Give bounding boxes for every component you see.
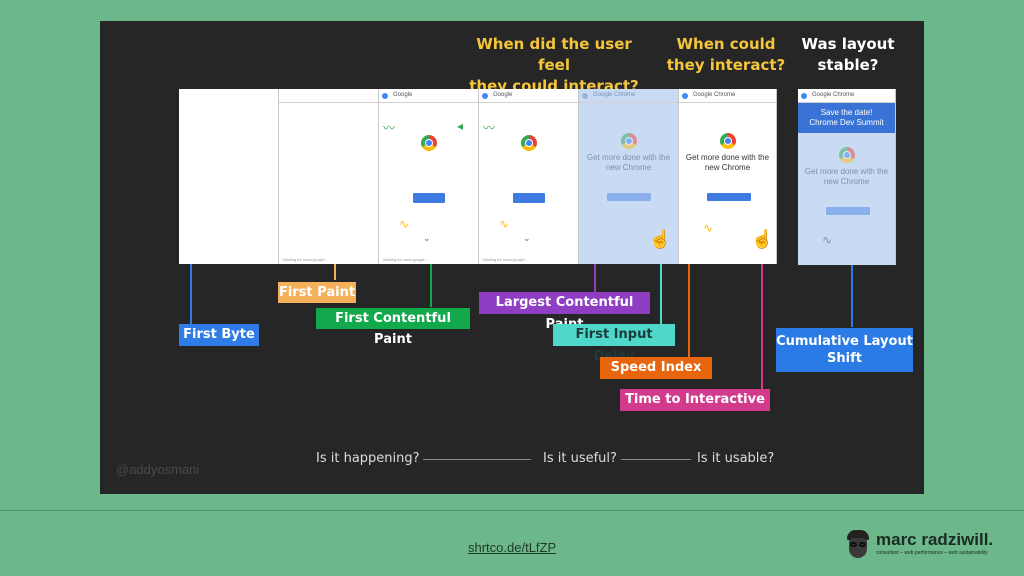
brand-tagline: consultant – web performance – web susta…	[876, 550, 988, 556]
frame-bar: Google Chrome	[579, 89, 678, 103]
download-button-shape	[607, 193, 651, 201]
chrome-logo-icon	[839, 147, 855, 163]
connector-lcp	[594, 264, 596, 292]
heading-user-feel-interact: When did the user feel they could intera…	[469, 35, 639, 95]
connector-fcp	[430, 264, 432, 307]
label-first-byte: First Byte	[179, 324, 259, 346]
frame-bar: Google Chrome	[679, 89, 776, 103]
frame-google-1: Google 〰 ◂ ∿ ⌄ Waiting for www.google…	[379, 89, 479, 264]
frame-bar: Google	[479, 89, 578, 103]
connector-tti	[761, 264, 763, 389]
frame-bar	[279, 89, 378, 103]
label-tti: Time to Interactive	[620, 389, 770, 411]
frame-blank-2: Waiting for www.google…	[279, 89, 379, 264]
divider-line	[423, 459, 531, 460]
label-first-paint: First Paint	[278, 282, 356, 303]
google-dot-icon	[482, 93, 488, 99]
google-dot-icon	[801, 93, 807, 99]
decoration-icon: ◂	[457, 119, 464, 133]
decoration-icon: ∿	[703, 221, 714, 235]
decoration-icon: ∿	[399, 217, 410, 231]
frame-chrome: Google Chrome Get more done with the new…	[679, 89, 777, 264]
brand-name: marc radziwill.	[876, 530, 994, 549]
connector-fid	[660, 264, 662, 324]
frame-headline: Get more done with the new Chrome	[685, 153, 770, 172]
frame-google-2: Google 〰 ∿ ⌄ Waiting for www.google…	[479, 89, 579, 264]
decoration-icon: 〰	[483, 121, 496, 135]
frame-status-text: Waiting for www.google…	[283, 257, 329, 262]
frame-bar: Google Chrome	[798, 89, 895, 103]
frame-headline: Get more done with the new Chrome	[804, 167, 889, 186]
chevron-down-icon: ⌄	[423, 233, 431, 243]
tap-hand-icon: ☝	[649, 229, 672, 249]
author-handle: @addyosmani	[116, 462, 200, 477]
download-button-shape	[707, 193, 751, 201]
connector-speed-index	[688, 264, 690, 357]
chrome-logo-icon	[421, 135, 437, 151]
chrome-logo-icon	[720, 133, 736, 149]
bottom-divider	[0, 510, 1024, 511]
tap-hand-icon: ☝	[751, 229, 774, 249]
google-dot-icon	[582, 93, 588, 99]
download-button-shape	[513, 193, 545, 203]
label-fcp: First Contentful Paint	[316, 308, 470, 347]
frame-status-text: Waiting for www.google…	[483, 257, 529, 262]
label-cls: Cumulative Layout Shift	[776, 328, 913, 372]
frame-chrome-faded: Google Chrome Get more done with the new…	[579, 89, 679, 264]
save-the-date-banner: Save the date! Chrome Dev Summit	[798, 103, 895, 133]
connector-first-byte	[190, 264, 192, 326]
decoration-icon: ∿	[822, 233, 833, 247]
download-button-shape	[413, 193, 445, 203]
google-dot-icon	[382, 93, 388, 99]
frame-bar: Google	[379, 89, 478, 103]
connector-cls	[851, 265, 853, 327]
label-lcp: Largest Contentful Paint	[479, 292, 650, 332]
frame-blank-1	[179, 89, 279, 264]
connector-first-paint	[334, 264, 336, 280]
download-button-shape	[826, 207, 870, 215]
question-useful: Is it useful?	[543, 451, 617, 466]
decoration-icon: ∿	[499, 217, 510, 231]
brand-avatar	[845, 530, 871, 560]
question-usable: Is it usable?	[697, 451, 775, 466]
chevron-down-icon: ⌄	[523, 233, 531, 243]
frame-headline: Get more done with the new Chrome	[586, 153, 671, 172]
heading-layout-stable: Was layout stable?	[801, 35, 895, 74]
label-fid: First Input Delay	[553, 324, 675, 364]
decoration-icon: 〰	[383, 121, 396, 135]
question-happening: Is it happening?	[316, 451, 420, 466]
label-speed-index: Speed Index	[600, 357, 712, 379]
chrome-logo-icon	[621, 133, 637, 149]
divider-line	[621, 459, 691, 460]
slide: When did the user feel they could intera…	[100, 21, 924, 494]
frame-status-text: Waiting for www.google…	[383, 257, 429, 262]
short-link[interactable]: shrtco.de/tLfZP	[468, 540, 557, 555]
frame-layout-shift: Google Chrome Save the date! Chrome Dev …	[798, 89, 896, 265]
heading-could-interact: When could they interact?	[666, 35, 786, 74]
chrome-logo-icon	[521, 135, 537, 151]
google-dot-icon	[682, 93, 688, 99]
